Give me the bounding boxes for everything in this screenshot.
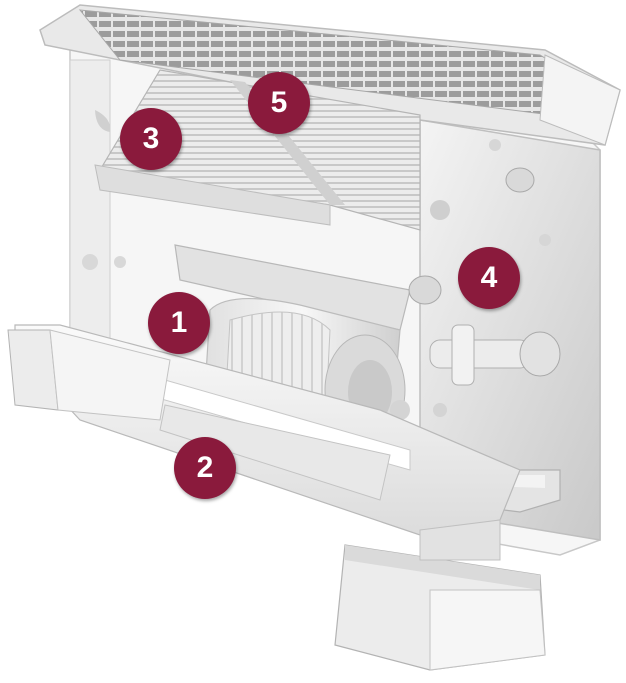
callout-marker-3: 3 <box>120 108 182 170</box>
callout-marker-2: 2 <box>174 437 236 499</box>
callout-marker-1: 1 <box>148 292 210 354</box>
callout-marker-5: 5 <box>248 72 310 134</box>
callout-marker-4: 4 <box>458 247 520 309</box>
